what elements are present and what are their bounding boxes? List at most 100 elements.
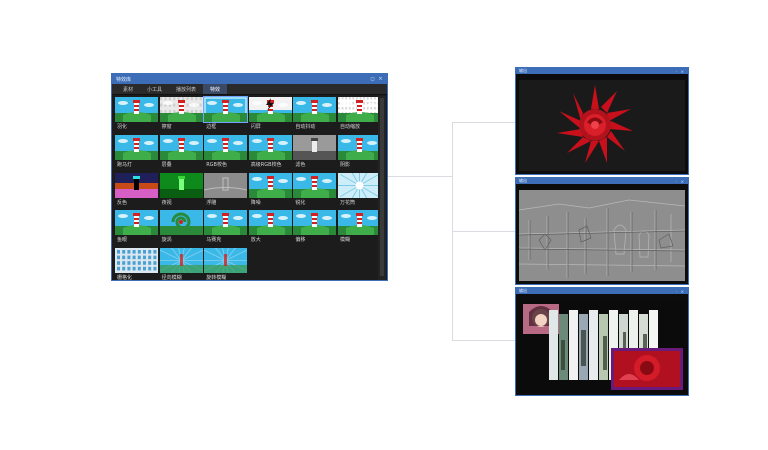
effect-tile[interactable]: 跑马灯 bbox=[115, 134, 158, 171]
restore-icon[interactable]: ◻ bbox=[370, 76, 375, 82]
collage-image bbox=[519, 300, 685, 393]
effect-label: 放大 bbox=[250, 237, 261, 244]
preview-title-bar[interactable]: 输出 · × bbox=[516, 68, 688, 74]
effect-tile[interactable]: 旋转模糊 bbox=[204, 248, 248, 284]
emboss-image bbox=[519, 190, 685, 281]
effect-thumbnail bbox=[204, 248, 248, 274]
effect-thumbnail bbox=[115, 172, 158, 198]
effect-thumbnail bbox=[115, 248, 158, 274]
tab-tools[interactable]: 小工具 bbox=[147, 86, 163, 93]
close-icon[interactable]: × bbox=[378, 76, 383, 82]
effect-thumbnail bbox=[338, 134, 381, 160]
effect-label: 万花筒 bbox=[340, 199, 356, 206]
preview-canvas bbox=[519, 300, 685, 393]
effect-tile[interactable]: 擦窗 bbox=[159, 97, 203, 133]
effect-tile[interactable]: 鱼眼 bbox=[115, 210, 158, 246]
effect-tile[interactable]: 羽化 bbox=[115, 97, 158, 133]
effect-tile[interactable]: 模糊 bbox=[338, 210, 381, 246]
preview-window-controls[interactable]: · × bbox=[676, 178, 685, 184]
effect-tile[interactable]: 旋涡 bbox=[159, 210, 203, 246]
effect-thumbnail bbox=[204, 134, 248, 160]
effect-tile[interactable]: 阴影 bbox=[338, 134, 381, 171]
preview-title-bar[interactable]: 输出 · × bbox=[516, 288, 688, 294]
effect-tile[interactable]: 偏移 bbox=[293, 210, 337, 246]
preview-title: 输出 bbox=[519, 288, 527, 293]
effect-label: 自动缩放 bbox=[340, 124, 361, 130]
effect-label: 闪屏 bbox=[250, 124, 261, 130]
preview-title-bar[interactable]: 输出 · × bbox=[516, 178, 688, 184]
effect-thumbnail bbox=[248, 97, 292, 122]
effect-tile[interactable]: RGB校色 bbox=[204, 134, 248, 171]
effect-label: 旋转模糊 bbox=[206, 275, 227, 282]
effect-label: 阴影 bbox=[340, 161, 351, 168]
effect-tile[interactable]: 层叠 bbox=[159, 134, 203, 171]
preview-window-controls[interactable]: · × bbox=[676, 288, 685, 294]
effect-tile[interactable]: 锐化 bbox=[293, 172, 337, 209]
effect-thumbnail bbox=[115, 210, 158, 236]
connector-line-bottom bbox=[452, 340, 515, 341]
effect-label: 浮雕 bbox=[206, 199, 217, 206]
effect-label: 马赛克 bbox=[206, 237, 222, 244]
effect-tile[interactable]: 放大 bbox=[248, 210, 292, 246]
effect-tile[interactable]: 高级RGB校色 bbox=[248, 134, 292, 171]
effect-tile[interactable]: 自动缩放 bbox=[338, 97, 381, 133]
effect-label: 旋涡 bbox=[161, 237, 172, 244]
preview-window-controls[interactable]: · × bbox=[676, 68, 685, 74]
effect-label: 偏移 bbox=[295, 237, 306, 244]
effect-tile[interactable]: 自动抖动 bbox=[293, 97, 337, 133]
tab-material[interactable]: 素材 bbox=[123, 86, 134, 93]
effect-label: 羽化 bbox=[117, 124, 128, 130]
effect-thumbnail bbox=[159, 172, 203, 198]
flower-image bbox=[557, 85, 633, 163]
effect-tile[interactable]: 反色 bbox=[115, 172, 158, 209]
effect-label: 滤色 bbox=[295, 161, 306, 168]
preview-window-flower: 输出 · × bbox=[515, 67, 689, 175]
effect-thumbnail bbox=[203, 96, 249, 123]
effect-label: RGB校色 bbox=[206, 161, 227, 168]
preview-title: 输出 bbox=[519, 68, 527, 73]
effect-tile[interactable]: 降噪 bbox=[248, 172, 292, 209]
effect-tile[interactable]: 闪屏 bbox=[248, 97, 292, 133]
effect-label: 边框 bbox=[206, 124, 217, 130]
connector-line-horizontal bbox=[388, 176, 452, 177]
effect-thumbnail bbox=[293, 172, 337, 198]
effect-thumbnail bbox=[293, 134, 337, 160]
preview-title: 输出 bbox=[519, 178, 527, 183]
effect-tile[interactable]: 栅格化 bbox=[115, 248, 158, 284]
effect-tile[interactable]: 边框 bbox=[203, 96, 249, 133]
tab-playlist[interactable]: 播放列表 bbox=[176, 86, 197, 93]
preview-canvas bbox=[519, 80, 685, 171]
library-tabs: 素材 小工具 播放列表 特效 bbox=[112, 84, 387, 95]
effect-thumbnail bbox=[204, 210, 248, 236]
effect-tile[interactable]: 万花筒 bbox=[338, 172, 381, 209]
effect-thumbnail bbox=[159, 97, 203, 122]
connector-line-middle bbox=[452, 231, 515, 232]
effect-thumbnail bbox=[115, 97, 158, 122]
effects-library-window: 特效库 ◻ × 素材 小工具 播放列表 特效 羽化 擦窗 边框 闪屏 自动抖动 自动缩放跑… bbox=[111, 73, 388, 281]
effect-tile[interactable]: 马赛克 bbox=[204, 210, 248, 246]
effect-label: 层叠 bbox=[161, 161, 172, 168]
effect-thumbnail bbox=[248, 134, 292, 160]
effect-tile[interactable]: 夜视 bbox=[159, 172, 203, 209]
preview-canvas bbox=[519, 190, 685, 281]
connector-line-top bbox=[452, 122, 515, 123]
effect-tile[interactable]: 滤色 bbox=[293, 134, 337, 171]
effect-label: 高级RGB校色 bbox=[250, 161, 282, 168]
effect-thumbnail bbox=[159, 210, 203, 236]
effect-label: 模糊 bbox=[340, 237, 351, 244]
preview-window-collage: 输出 · × bbox=[515, 287, 689, 396]
effect-label: 自动抖动 bbox=[295, 124, 316, 130]
effect-label: 擦窗 bbox=[161, 124, 172, 130]
effect-tile[interactable]: 径向模糊 bbox=[159, 248, 203, 284]
library-title: 特效库 bbox=[116, 76, 132, 83]
effect-thumbnail bbox=[248, 210, 292, 236]
scrollbar-thumb[interactable] bbox=[380, 98, 384, 276]
effect-thumbnail bbox=[338, 97, 381, 122]
scrollbar[interactable] bbox=[378, 96, 386, 280]
effect-thumbnail bbox=[159, 134, 203, 160]
effect-tile[interactable]: 浮雕 bbox=[204, 172, 248, 209]
effect-thumbnail bbox=[338, 210, 381, 236]
library-title-bar[interactable]: 特效库 ◻ × bbox=[112, 74, 387, 84]
tab-effects[interactable]: 特效 bbox=[203, 84, 228, 94]
